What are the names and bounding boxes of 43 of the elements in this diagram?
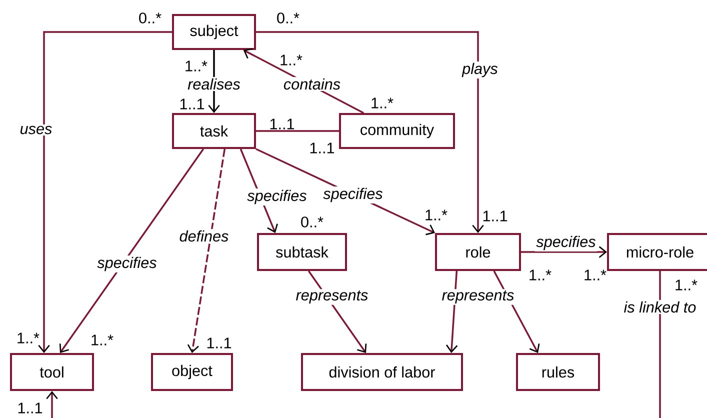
class-box: subtask [257, 233, 347, 271]
class-box: micro-role [607, 233, 707, 271]
edge-label: represents [440, 289, 516, 305]
edge-label: specifies [246, 188, 308, 206]
multiplicity-label: 1..1 [180, 98, 204, 110]
class-box: task [172, 113, 256, 149]
multiplicity-label: 1..* [530, 270, 552, 280]
edge-label: defines [178, 229, 230, 243]
class-box: object [151, 353, 233, 391]
class-box: subject [172, 14, 256, 50]
multiplicity-label: 1..* [280, 54, 302, 66]
association-arrow [59, 148, 204, 353]
class-box: tool [10, 353, 94, 391]
multiplicity-label: 1..1 [483, 210, 508, 222]
association-arrow [46, 391, 58, 418]
edge-label: specifies [322, 186, 384, 204]
edge-label: contains [282, 77, 342, 91]
multiplicity-label: 1..* [426, 210, 448, 220]
edge-label: specifies [534, 234, 598, 252]
multiplicity-label: 1..1 [207, 338, 232, 348]
association-arrow [187, 148, 226, 353]
multiplicity-label: 1..* [584, 270, 606, 280]
association-arrow [256, 31, 484, 233]
multiplicity-label: 1..* [372, 98, 394, 108]
association-arrow [521, 246, 607, 258]
edge-label: realises [186, 77, 242, 91]
edge-label: plays [460, 62, 500, 78]
multiplicity-label: 1..1 [310, 142, 334, 154]
multiplicity-label: 0..* [139, 12, 162, 24]
multiplicity-label: 1..* [92, 334, 114, 346]
multiplicity-label: 1..1 [270, 118, 294, 130]
association-arrow [38, 31, 172, 353]
class-box: rules [516, 353, 600, 391]
class-box: role [435, 233, 521, 271]
edge-label: specifies [96, 256, 158, 272]
class-box: community [339, 113, 455, 149]
multiplicity-label: 1..* [186, 60, 208, 72]
edge-label: is linked to [622, 300, 698, 314]
multiplicity-label: 0..* [277, 12, 300, 24]
class-box: division of labor [301, 353, 463, 391]
multiplicity-label: 1..* [18, 332, 40, 344]
edge-label: represents [294, 289, 370, 305]
multiplicity-label: 1..1 [18, 402, 42, 414]
